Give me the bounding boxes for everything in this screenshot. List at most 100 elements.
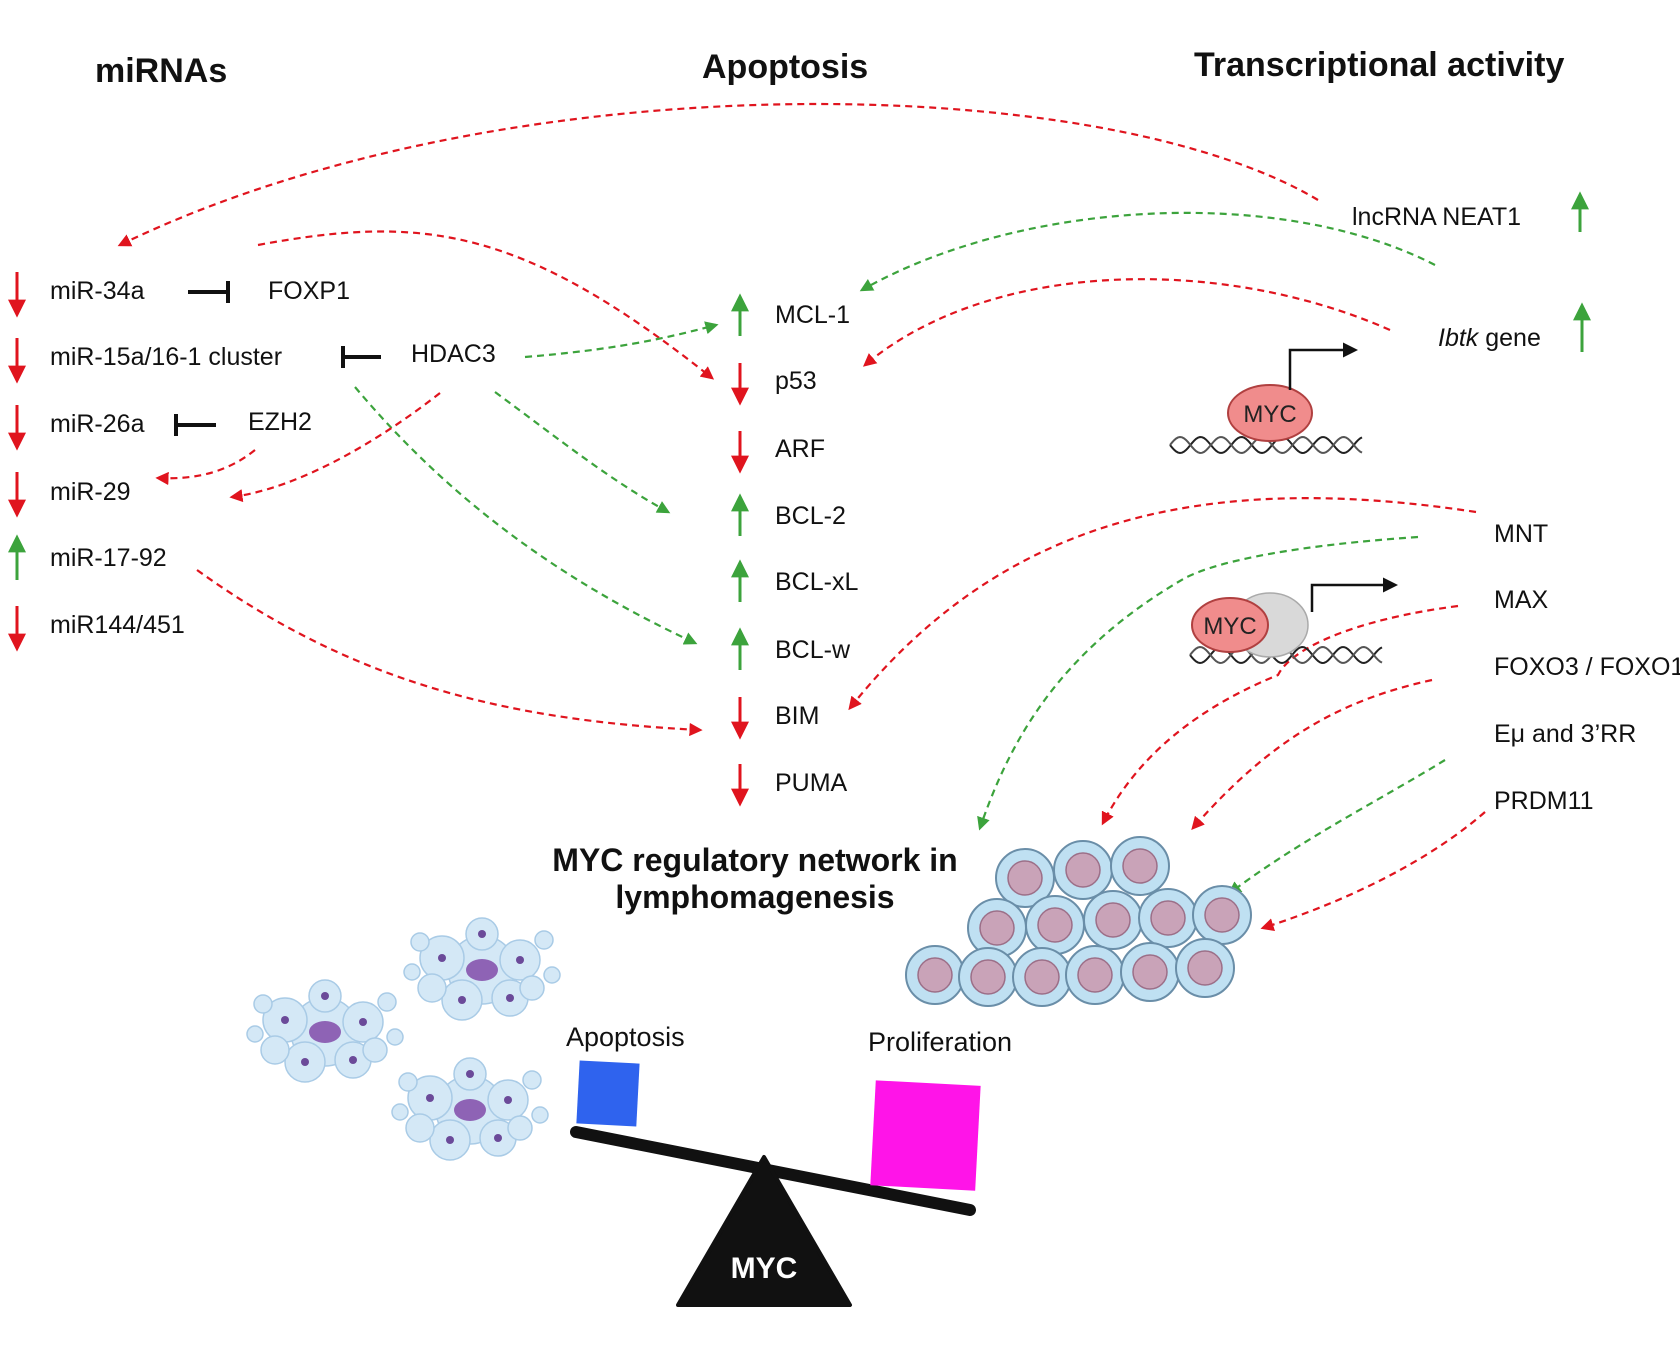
cell-fragment [426,1094,434,1102]
balance-apoptosis-label: Apoptosis [566,1022,685,1052]
arrow-hdac3-to-mir29 [229,392,441,503]
cell-fragment [516,956,524,964]
heading-apoptosis: Apoptosis [702,48,869,86]
cell-bleb [398,1072,418,1092]
cell-bleb [246,1025,264,1043]
proliferation-weight-box [870,1080,981,1191]
cell-fragment [478,930,486,938]
mirna-label: miR-17-92 [50,544,167,572]
tumor-cell-nucleus [979,910,1015,946]
apoptosis-gene-label: BCL-xL [775,568,859,596]
cell-nucleus [309,1021,341,1043]
arrow-hdac3-to-mcl1 [524,321,719,359]
cell-bleb [377,992,397,1012]
cell-bleb [534,930,554,950]
cell-bleb [531,1106,549,1124]
arrow-hdac3-to-bcl2 [494,391,671,514]
ibtk-suffix: gene [1478,324,1541,352]
dna-strand [1169,435,1363,455]
tumor-cell-nucleus [1122,848,1158,884]
arrow-foxo-to-cells [1191,678,1433,830]
cell-fragment [321,992,329,1000]
myc-badge-label: MYC [1203,613,1256,640]
cell-nucleus [454,1099,486,1121]
apoptosis-gene-label: MCL-1 [775,301,851,329]
ibtk-italic: Ibtk [1438,324,1479,352]
cell-bleb [362,1037,388,1063]
tumor-cell-nucleus [1095,902,1131,938]
cell-bleb [403,963,421,981]
cell-bleb [386,1028,404,1046]
myc-badge-label: MYC [1243,401,1296,428]
fulcrum-triangle [676,1155,852,1307]
cell-bleb [260,1035,290,1065]
factor-label: PRDM11 [1494,787,1594,815]
arrow-prdm11-to-cells [1260,811,1486,932]
tumor-cell-nucleus [1077,957,1113,993]
arrow-ezh2-to-mir29 [155,449,256,486]
apoptosis-gene-label: BCL-2 [775,502,846,530]
mirna-label: miR-26a [50,410,145,438]
factor-label: MNT [1494,520,1549,548]
tumor-cell-nucleus [1024,959,1060,995]
center-title: MYC regulatory network in lymphomagenesi… [530,842,980,916]
tss-arrow-icon [1288,342,1358,390]
cell-bleb [519,975,545,1001]
heading-transcriptional: Transcriptional activity [1194,46,1565,84]
ibtk-gene-label: Ibtk gene [1438,326,1541,351]
arrow-ibtk-to-mcl1 [859,211,1436,292]
cell-bleb [253,994,273,1014]
arrow-neat1-to-mirnas [117,102,1319,247]
cell-fragment [349,1056,357,1064]
regulator-foxp1: FOXP1 [268,277,350,305]
cell-fragment [458,996,466,1004]
mirna-label: miR-34a [50,277,145,305]
myc-protein-icon [1191,597,1269,653]
tumor-cell-nucleus [917,957,953,993]
arrow-max-to-cells [1101,604,1459,826]
apoptosis-gene-label: BIM [775,702,820,730]
factor-label: MAX [1494,586,1549,614]
lymphoma-cells-icon [905,836,1252,1007]
cell-bleb [543,966,561,984]
tss-arrow-icon [1310,577,1398,612]
cell-fragment [494,1134,502,1142]
center-title-line-1: MYC regulatory network in [552,842,958,878]
arrow-mir34a-to-p53 [257,230,715,380]
cell-bleb [417,973,447,1003]
apoptosis-gene-label: ARF [775,435,825,463]
factor-label: Eμ and 3’RR [1494,720,1637,748]
tumor-cell-nucleus [1007,860,1043,896]
fulcrum-label: MYC [731,1252,798,1285]
tumor-cell-nucleus [1132,954,1168,990]
regulator-hdac3: HDAC3 [411,340,496,368]
cell-nucleus [466,959,498,981]
cell-fragment [301,1058,309,1066]
cell-fragment [466,1070,474,1078]
center-title-line-2: lymphomagenesis [615,878,895,915]
tumor-cell-nucleus [1204,897,1240,933]
cell-fragment [359,1018,367,1026]
mirna-label: miR-29 [50,478,131,506]
myc-protein-icon [1227,384,1313,442]
apoptosis-gene-label: PUMA [775,769,848,797]
arrow-hdac3-to-bclw [354,386,698,645]
cell-fragment [506,994,514,1002]
cell-bleb [522,1070,542,1090]
mirna-label: miR-15a/16-1 cluster [50,343,283,371]
apoptotic-cell-icon [391,1057,549,1161]
cell-bleb [410,932,430,952]
cell-bleb [507,1115,533,1141]
mirna-label: miR144/451 [50,611,185,639]
cell-fragment [438,954,446,962]
tumor-cell-nucleus [970,959,1006,995]
tumor-cell-nucleus [1150,900,1186,936]
regulator-ezh2: EZH2 [248,408,312,436]
tumor-cell-nucleus [1187,950,1223,986]
cell-fragment [281,1016,289,1024]
arrow-mnt-to-cells [977,535,1419,831]
factor-label: FOXO3 / FOXO1 [1494,653,1680,681]
cell-bleb [405,1113,435,1143]
